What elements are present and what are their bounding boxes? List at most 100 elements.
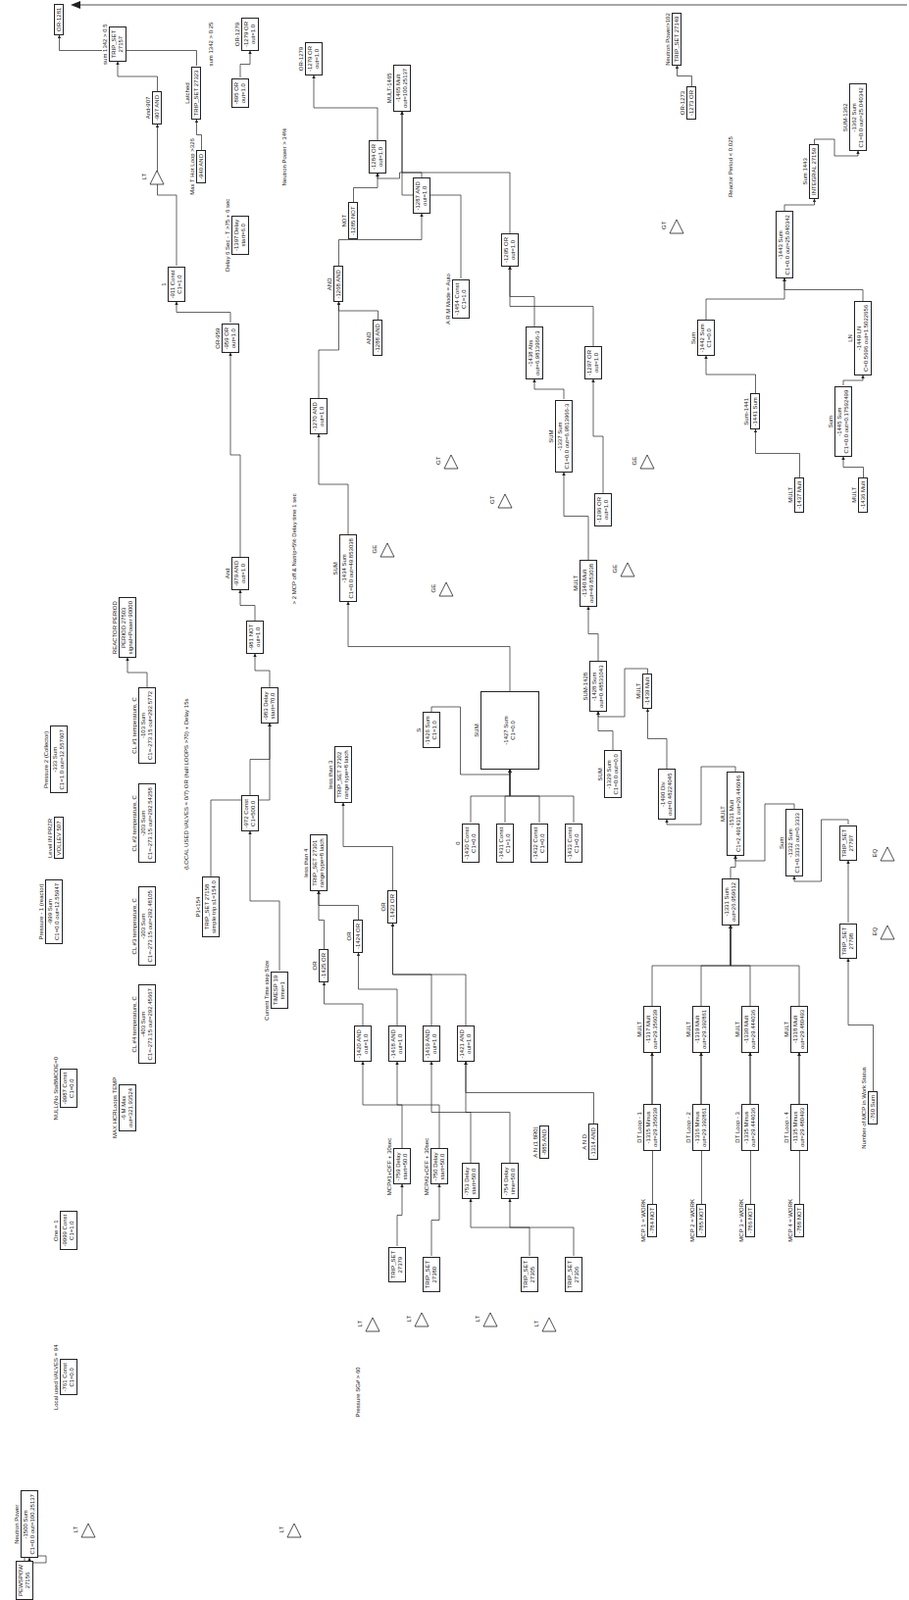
logic-block: Current Time step SizeTIMESP 19time=1	[270, 971, 289, 1010]
block-text: -1465 Mult	[395, 68, 403, 108]
block-heading: OR	[346, 931, 354, 943]
block-heading: DT Loop - 3	[734, 1111, 742, 1145]
logic-block: -1295 ORout=1.0	[501, 233, 519, 267]
block-heading: LN	[847, 333, 855, 344]
block-heading: 0	[454, 840, 462, 846]
block-heading: REACTOR PERIOD	[111, 600, 119, 656]
block-text: -1314 AND	[590, 1127, 598, 1157]
block-heading: Sum	[827, 414, 835, 429]
logic-block: DT Loop - 4-1135 Minusout=29.480493	[790, 1104, 808, 1152]
signal-wire	[358, 953, 399, 1026]
block-text: -1427 Sum	[503, 695, 510, 766]
logic-block: AND-1288 AND	[372, 319, 384, 356]
signal-wire	[157, 124, 178, 266]
block-heading: Level IN PRZR	[47, 817, 54, 859]
block-heading: Current Time step Size	[263, 959, 271, 1022]
logic-block: REACTOR PERIODPERIOD 27503signal=Power 9…	[118, 597, 137, 659]
logic-block: MCP 2 = WORK-785 NOT	[696, 1204, 707, 1238]
signal-wire	[318, 891, 359, 920]
block-heading: MULT	[635, 682, 643, 701]
signal-wire	[509, 769, 574, 823]
block-text: range type=8 latch	[318, 838, 326, 888]
logic-block: -1421 ANDout=1.0	[456, 1025, 475, 1062]
logic-block: MULT-1437 Mult	[794, 477, 806, 513]
block-text: C1=0.0 out=25.040342	[858, 87, 865, 148]
block-text: C1=0.0 out=0.0	[612, 754, 620, 795]
logic-block: OR-959-959 ORout=1.0	[221, 323, 240, 354]
block-text: TRIP_SET	[110, 30, 118, 59]
block-heading: NULL(No StaBMODE=0	[52, 1056, 60, 1122]
block-text: C1=0.0	[68, 1363, 76, 1392]
block-text: -1318 Mult	[792, 1010, 800, 1050]
block-text: start=50.0	[402, 1152, 409, 1181]
logic-block: 0-1430 ConstC1=0.0	[461, 823, 480, 864]
block-text: -786 NOT	[747, 1208, 755, 1234]
signal-wire	[593, 379, 604, 494]
block-text: -1295 OR	[503, 237, 510, 263]
block-heading: NOT	[341, 213, 349, 229]
block-text: C1=-273.15 out=292.5772	[147, 691, 154, 760]
logic-block: MCP#2+OFF + 30sec-750 Delaystart=50.0	[430, 1148, 449, 1185]
signal-wire	[563, 472, 589, 560]
block-text: -1135 Minus	[792, 1108, 800, 1148]
logic-block: -1296 ORout=1.0	[594, 493, 612, 527]
block-heading: And-907	[145, 96, 152, 121]
block-text: -940 AND	[198, 153, 205, 180]
block-text: -1340 Mult	[581, 563, 589, 604]
block-text: C1=1.0	[505, 827, 512, 860]
block-text: -885 AND	[541, 1129, 549, 1156]
block-heading: Neutron Power>102	[664, 11, 672, 67]
logic-block: -972 ConstC1=500.0	[241, 795, 259, 832]
block-text: 27798	[848, 927, 856, 957]
logic-block: Sum 1443INTEGRAL 27159	[808, 144, 820, 200]
block-text: -895 OR	[233, 82, 241, 105]
block-text: -1419 AND	[424, 1029, 432, 1059]
block-heading: DT Loop - 4	[783, 1111, 791, 1145]
logic-block: A N D-1314 AND	[588, 1123, 600, 1161]
block-heading: MCP 2 = WORK	[689, 1198, 697, 1244]
block-text: -1287 AND	[414, 181, 422, 210]
signal-wire	[397, 1184, 403, 1247]
block-text: out=29.444036	[750, 1108, 758, 1148]
signal-wire	[730, 856, 736, 879]
logic-block: MULT-1436 Mult	[858, 477, 869, 513]
block-text: PERIOD 27503	[120, 601, 128, 656]
block-heading: Pressure - 1 (reactor)	[38, 882, 46, 941]
signal-wire	[240, 590, 255, 621]
block-text: C1=500.0	[250, 799, 257, 828]
logic-block: MULT-1317 Multout=29.356039	[643, 1006, 661, 1054]
block-text: -1288 AND	[374, 323, 382, 353]
block-text: TRIP_SET	[566, 1261, 574, 1290]
block-text: out=1.0	[230, 327, 238, 351]
block-heading: MCP 3 = WORK	[738, 1198, 746, 1244]
logic-block: MULT-1318 Multout=29.480493	[790, 1006, 808, 1054]
block-text: C1=1.0	[68, 1214, 76, 1248]
logic-block: TRIP_SET27798	[839, 923, 858, 960]
block-heading: S	[415, 727, 423, 734]
logic-block: SUM-1428-1428 Sumout=0.48531043	[589, 660, 607, 712]
block-text: start=50.0	[470, 1166, 478, 1196]
annotation-label: Reactor Period < 0.025	[727, 135, 735, 199]
logic-block: DT Loop - 1-1315 Minusout=29.356039	[643, 1104, 661, 1152]
block-text: out=1.0	[254, 624, 262, 651]
block-heading: SUM	[473, 722, 481, 738]
block-heading: A N D	[581, 1133, 589, 1152]
logic-block: -753 Delaystart=50.0	[461, 1162, 480, 1200]
logic-block: -754 Delaytime=50.0	[501, 1162, 519, 1200]
logic-block: P1<154TRIP_SET 27158simple trip s1=154.0	[202, 876, 220, 938]
block-text: -1421 AND	[458, 1029, 466, 1059]
block-heading: MULT	[851, 486, 859, 505]
logic-block: One = 1-9999 ConstC1=1.0	[59, 1211, 78, 1252]
signal-wire	[509, 266, 535, 327]
block-text: 27306	[573, 1261, 581, 1290]
signal-wire	[210, 723, 270, 877]
signal-wire	[730, 925, 800, 1007]
signal-wire	[843, 456, 864, 478]
block-heading: And	[224, 567, 232, 581]
block-text: -1337 Sum	[556, 404, 564, 470]
block-text: -785 NOT	[698, 1208, 706, 1234]
logic-block: -1331 Sumout=26.959612	[721, 878, 740, 926]
block-text: -1431 Const	[498, 827, 505, 860]
block-text: out=1.0	[362, 1029, 370, 1059]
signal-wire	[505, 769, 510, 823]
